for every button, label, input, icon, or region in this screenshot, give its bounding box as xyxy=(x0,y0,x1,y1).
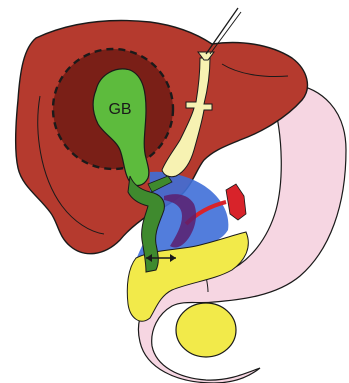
hepatic-artery xyxy=(226,184,246,220)
pancreas-head-section xyxy=(176,303,236,357)
gallbladder-label: GB xyxy=(108,101,131,118)
